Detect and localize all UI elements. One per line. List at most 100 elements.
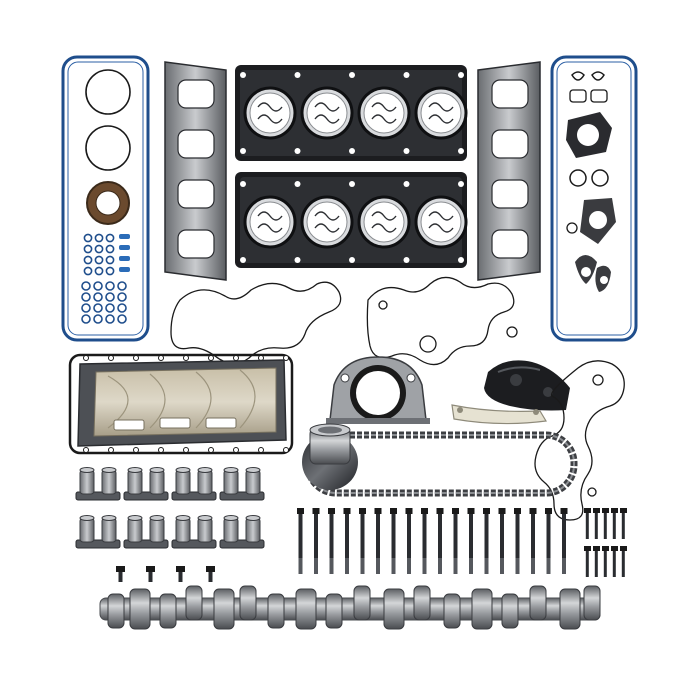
- lifter-top: [245, 515, 261, 521]
- bolt-head: [374, 508, 382, 514]
- bolt-shank: [345, 514, 349, 574]
- exhaust-manifold-gasket-left: [164, 61, 227, 281]
- bolt-hole: [240, 72, 246, 78]
- cam-lobe: [583, 585, 601, 621]
- o-ring: [117, 303, 127, 313]
- exhaust-manifold-gasket-right: [477, 61, 541, 281]
- o-ring: [81, 303, 91, 313]
- bolt-hole: [349, 72, 355, 78]
- bolt-thread: [391, 558, 396, 574]
- bolt-thread: [531, 558, 535, 574]
- bolt-hole: [349, 181, 355, 187]
- lifters: [75, 467, 265, 549]
- o-ring: [81, 314, 91, 324]
- bolt-shank: [391, 514, 396, 574]
- o-ring: [81, 292, 91, 302]
- bolt-hole: [294, 148, 301, 154]
- bolt-shank: [314, 514, 318, 574]
- grommet: [119, 234, 130, 239]
- bolt-thread: [500, 558, 504, 574]
- lifter-top: [175, 515, 191, 521]
- bolt-head: [545, 508, 552, 514]
- bolt-hole: [458, 257, 464, 263]
- lifter-top: [197, 467, 213, 473]
- bolt-head: [176, 566, 185, 572]
- lifter-top: [223, 515, 239, 521]
- bolt-thread: [422, 558, 427, 574]
- bolt-head: [584, 546, 591, 551]
- o-ring: [94, 255, 104, 265]
- o-ring: [83, 244, 93, 254]
- grommet: [119, 256, 130, 261]
- bolt-shank: [612, 513, 616, 539]
- bolt-shank: [438, 514, 442, 574]
- lifter-top: [127, 467, 143, 473]
- bolt-hole: [108, 355, 114, 361]
- cam-lobe: [353, 585, 371, 621]
- bolt-shank: [178, 572, 183, 582]
- cylinder-head-gasket-upper: [235, 65, 468, 161]
- bolt-shank: [621, 513, 625, 539]
- bolt-thread: [438, 558, 442, 574]
- o-ring: [83, 233, 93, 243]
- lifter-top: [101, 467, 117, 473]
- bolt-hole: [233, 355, 239, 361]
- lifter: [197, 469, 213, 495]
- grommet: [119, 267, 130, 272]
- exhaust-port: [177, 179, 215, 209]
- lifter-top: [223, 467, 239, 473]
- lifter-top: [149, 515, 165, 521]
- bolt-hole: [183, 355, 189, 361]
- cam-lobe: [185, 585, 203, 621]
- lifter: [245, 469, 261, 495]
- bolt-head: [146, 566, 155, 572]
- bolt-head: [611, 546, 618, 551]
- o-ring: [83, 266, 93, 276]
- timing-chain-guide: [451, 404, 547, 425]
- bolt-hole: [133, 447, 139, 453]
- cylinder-bore-ring: [363, 201, 405, 243]
- lifter: [223, 469, 239, 495]
- bolt-hole: [349, 148, 355, 154]
- bolt-hole: [403, 257, 410, 263]
- o-ring: [117, 281, 127, 291]
- o-ring: [117, 314, 127, 324]
- bolt-head: [498, 508, 506, 514]
- lifter-top: [127, 515, 143, 521]
- lifter: [149, 469, 165, 495]
- o-ring: [93, 314, 103, 324]
- bolt-head: [390, 508, 397, 514]
- exhaust-port: [491, 79, 529, 109]
- bolt-shank: [562, 514, 566, 574]
- exhaust-port: [177, 79, 215, 109]
- bolt-shank: [585, 513, 589, 539]
- bolt-hole: [349, 257, 355, 263]
- bolt-hole: [208, 447, 214, 453]
- bolt-shank: [585, 551, 589, 577]
- bolt-hole: [294, 181, 301, 187]
- rear-main-seal: [326, 356, 430, 424]
- bolt-head: [529, 508, 537, 514]
- bolt-head: [593, 546, 600, 551]
- bolt-shank: [612, 551, 616, 577]
- bolt-head: [359, 508, 366, 514]
- bolt-thread: [469, 558, 473, 574]
- bolt-shank: [118, 572, 123, 582]
- bolt-shank: [603, 513, 607, 539]
- bolt-shank: [360, 514, 365, 574]
- cam-lobe: [443, 593, 461, 629]
- bolt-shank: [148, 572, 153, 582]
- lifter: [79, 469, 95, 495]
- o-ring: [105, 281, 115, 291]
- bolt-hole: [133, 355, 139, 361]
- lifter: [245, 517, 261, 543]
- bolt-head: [421, 508, 428, 514]
- exhaust-port: [177, 129, 215, 159]
- o-ring: [81, 281, 91, 291]
- o-ring: [117, 292, 127, 302]
- o-ring: [94, 244, 104, 254]
- bolt-shank: [329, 514, 334, 574]
- o-ring: [105, 314, 115, 324]
- bolt-hole: [458, 72, 464, 78]
- oil-pan-bolts: [116, 566, 215, 582]
